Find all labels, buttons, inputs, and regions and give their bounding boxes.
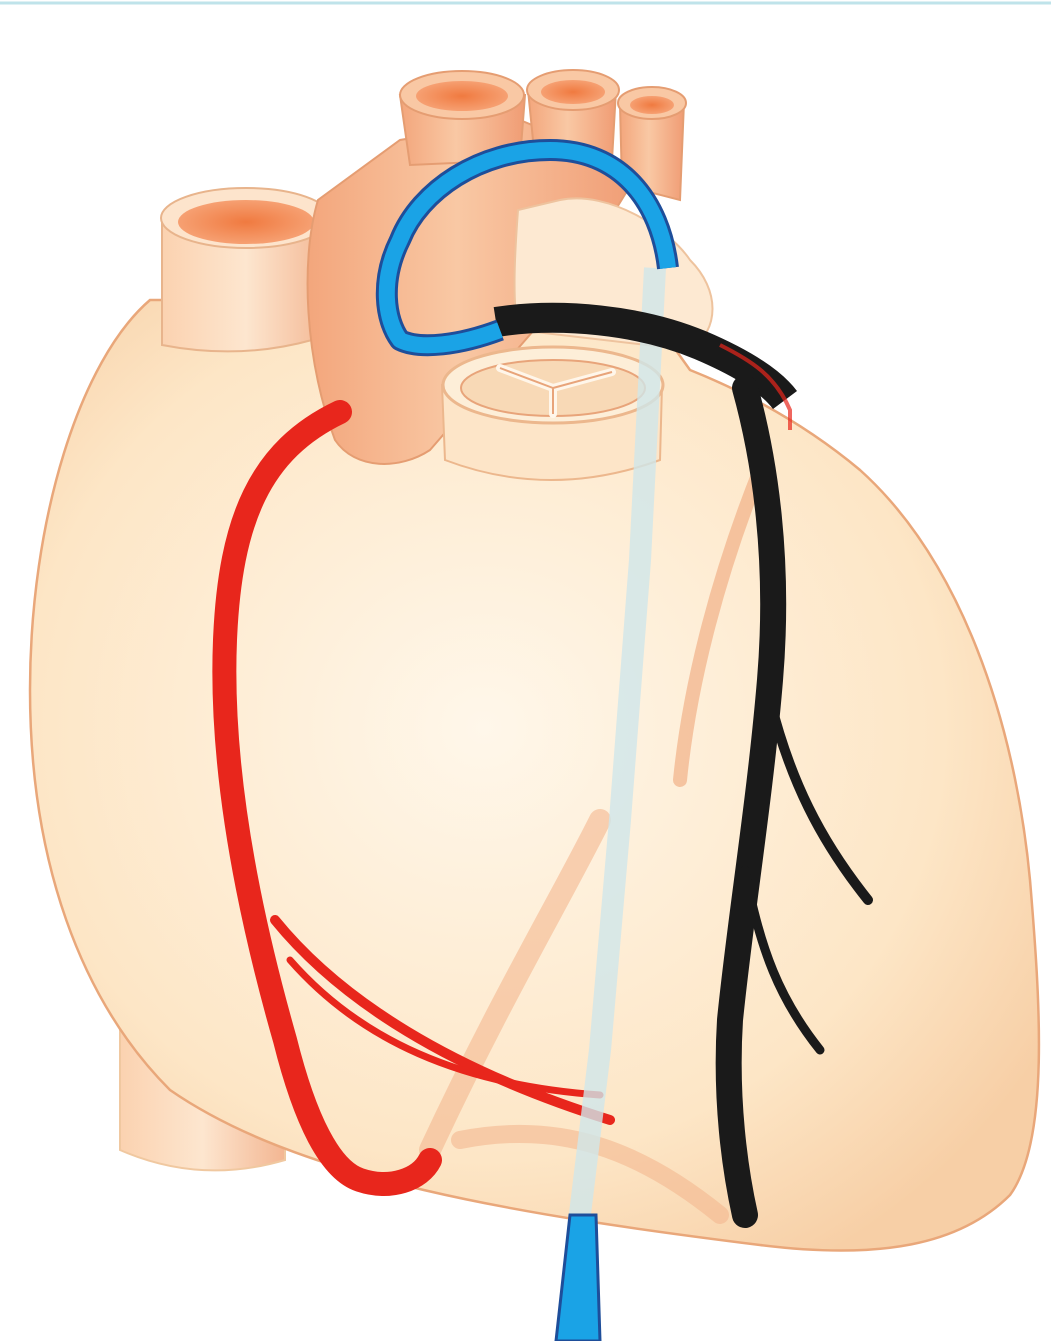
superior-vena-cava — [161, 188, 331, 351]
pulmonary-valve — [442, 347, 663, 480]
